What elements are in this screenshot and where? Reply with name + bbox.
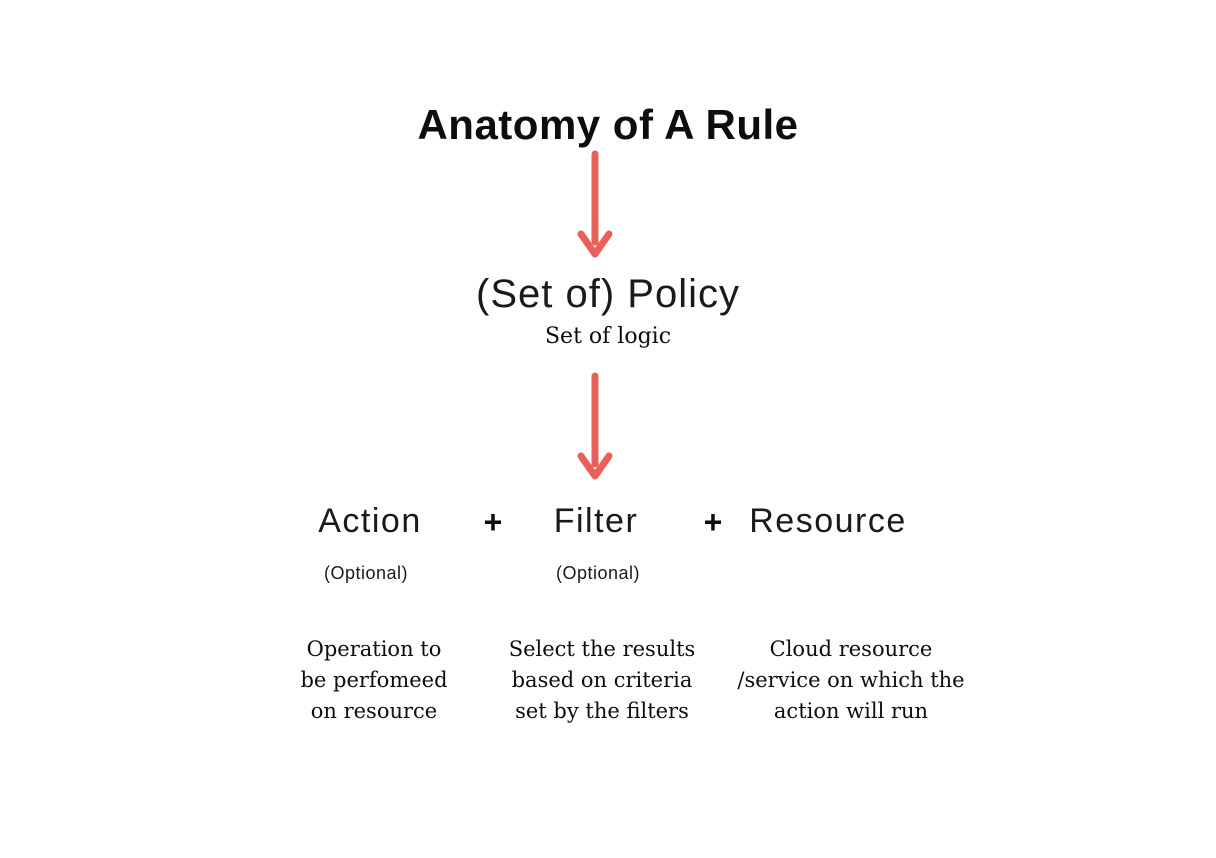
description-filter: Select the results based on criteria set… <box>508 637 696 723</box>
component-label-resource: Resource <box>749 502 907 540</box>
description-action: Operation to be perfomeed on resource <box>300 637 448 723</box>
optional-label-filter: (Optional) <box>555 563 641 583</box>
down-arrow-icon <box>577 372 613 480</box>
plus-operator: + <box>483 504 503 540</box>
optional-label-action: (Optional) <box>323 563 409 583</box>
arrow-head <box>577 452 613 480</box>
down-arrow-icon <box>577 150 613 258</box>
policy-sublabel: Set of logic <box>544 324 672 349</box>
plus-operator: + <box>703 504 723 540</box>
description-resource: Cloud resource /service on which the act… <box>737 637 965 723</box>
policy-label: (Set of) Policy <box>476 272 740 316</box>
page-title: Anatomy of A Rule <box>417 101 799 148</box>
arrow-head <box>577 230 613 258</box>
component-label-filter: Filter <box>553 502 639 540</box>
component-label-action: Action <box>318 502 422 540</box>
